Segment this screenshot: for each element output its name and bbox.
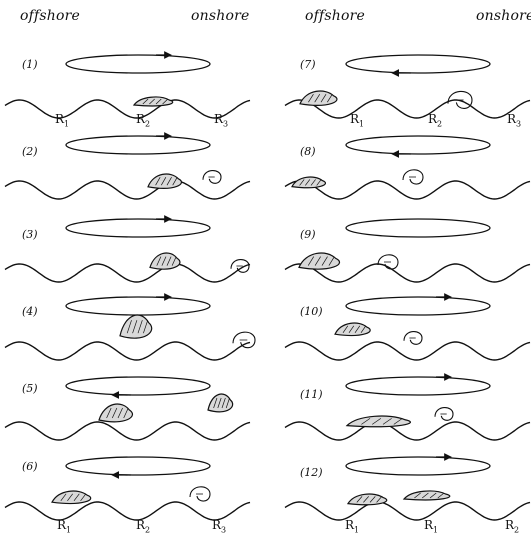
- orbit-ellipse-10: [346, 297, 490, 315]
- orbit-ellipse-2: [66, 136, 210, 154]
- orbit-ellipse-12: [346, 457, 490, 475]
- panel-label-7: (7): [300, 58, 316, 71]
- orbit-ellipse-8: [346, 136, 490, 154]
- ripple-bed-4: [5, 342, 250, 360]
- orbit-ellipse-9: [346, 219, 490, 237]
- sediment-cloud-9: [299, 253, 340, 269]
- orbit-ellipse-6: [66, 457, 210, 475]
- ripple-bed-12: [285, 502, 530, 520]
- sediment-cloud-6: [52, 491, 91, 503]
- ripple-label-r1-top-left: R1: [55, 112, 69, 128]
- orbit-ellipse-5: [66, 377, 210, 395]
- sediment-cloud-10: [335, 323, 370, 335]
- orbit-ellipse-3: [66, 219, 210, 237]
- ripple-label-r2-bottom-left: R2: [136, 518, 150, 534]
- ripple-bed-5: [5, 422, 250, 440]
- panel-label-3: (3): [22, 228, 38, 241]
- ripple-label-r1-bottom-left: R1: [57, 518, 71, 534]
- sediment-cloud-3: [150, 253, 180, 269]
- panel-label-4: (4): [22, 305, 38, 318]
- sediment-cloud-8: [292, 177, 325, 188]
- sediment-cloud-5b: [208, 394, 233, 412]
- sediment-cloud-7: [300, 91, 337, 105]
- panel-label-9: (9): [300, 228, 316, 241]
- sediment-cloud-2: [148, 174, 181, 188]
- header-onshore-right: onshore: [476, 8, 531, 24]
- ripple-label-r3-top-right: R3: [507, 112, 521, 128]
- sediment-cloud-5: [99, 404, 132, 422]
- sediment-cloud-12: [348, 494, 387, 505]
- orbit-ellipse-1: [66, 55, 210, 73]
- ripple-label-r3-top-left: R3: [214, 112, 228, 128]
- sediment-cloud-1: [134, 97, 173, 106]
- panel-label-5: (5): [22, 382, 38, 395]
- ripple-label-r1-bottom-right: R1: [345, 518, 359, 534]
- orbit-ellipse-7: [346, 55, 490, 73]
- panel-label-12: (12): [300, 466, 323, 479]
- sediment-cloud-12b: [404, 491, 450, 500]
- ripple-label-r2-top-right: R2: [428, 112, 442, 128]
- sediment-cloud-11: [347, 416, 410, 427]
- orbit-ellipse-4: [66, 297, 210, 315]
- ripple-bed-2: [5, 181, 250, 199]
- ripple-label-r1-top-right: R1: [350, 112, 364, 128]
- ripple-label-r2-bottom-right: R1: [424, 518, 438, 534]
- panel-label-10: (10): [300, 305, 323, 318]
- header-offshore-left: offshore: [20, 8, 80, 24]
- panel-label-6: (6): [22, 460, 38, 473]
- ripple-label-r3-bottom-right: R2: [505, 518, 519, 534]
- panel-label-11: (11): [300, 388, 323, 401]
- ripple-bed-3: [5, 264, 250, 282]
- header-onshore-left: onshore: [191, 8, 249, 24]
- ripple-bed-11: [285, 422, 530, 440]
- ripple-label-r3-bottom-left: R3: [212, 518, 226, 534]
- sediment-cloud-4: [120, 315, 152, 338]
- panel-label-2: (2): [22, 145, 38, 158]
- ripple-bed-10: [285, 342, 530, 360]
- orbit-ellipse-11: [346, 377, 490, 395]
- panel-label-8: (8): [300, 145, 316, 158]
- panel-label-1: (1): [22, 58, 38, 71]
- header-offshore-right: offshore: [305, 8, 365, 24]
- ripple-label-r2-top-left: R2: [136, 112, 150, 128]
